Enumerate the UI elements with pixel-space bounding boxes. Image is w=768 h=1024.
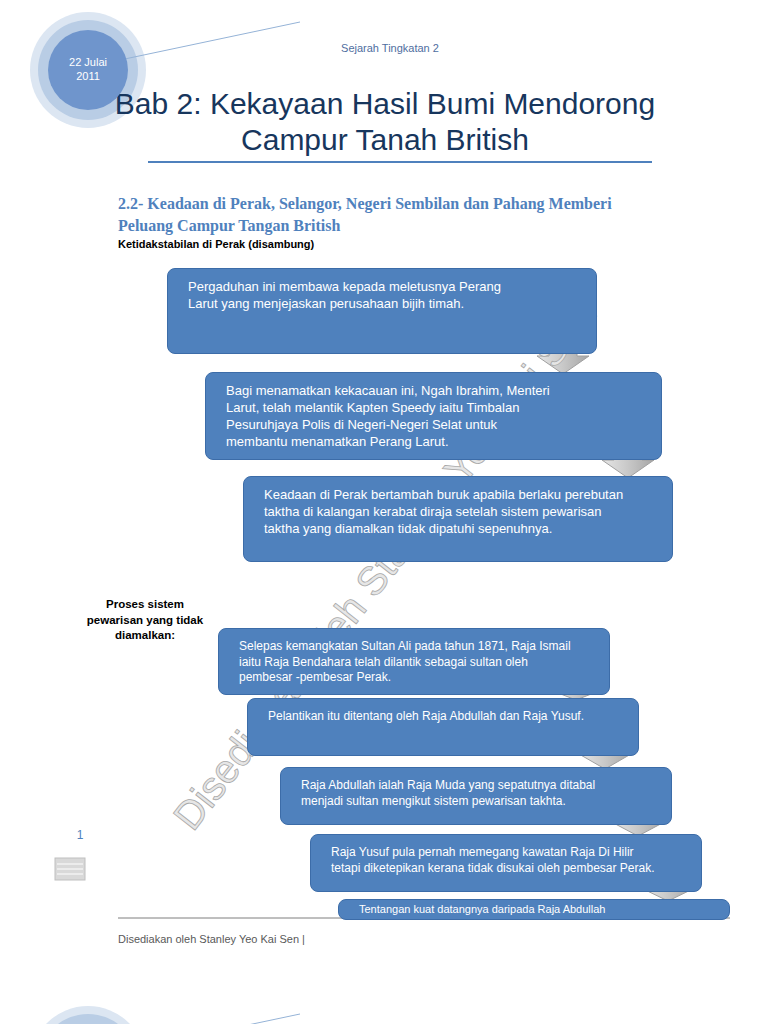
process-box: Raja Yusuf pula pernah memegang kawatan …	[310, 834, 702, 892]
process-box: Keadaan di Perak bertambah buruk apabila…	[243, 476, 673, 562]
box-text: Pelantikan itu ditentang oleh Raja Abdul…	[268, 699, 603, 725]
box-text: Selepas kemangkatan Sultan Ali pada tahu…	[239, 629, 574, 686]
date-text: 22 Julai 2011	[61, 56, 115, 84]
footer-text: Disediakan oleh Stanley Yeo Kai Sen |	[118, 933, 518, 947]
header-rule	[120, 22, 300, 60]
process-box: Pergaduhan ini membawa kepada meletusnya…	[167, 268, 597, 354]
page-number-icon	[55, 858, 85, 880]
page-number: 1	[70, 828, 90, 843]
process-box: Bagi menamatkan kekacauan ini, Ngah Ibra…	[205, 372, 662, 460]
box-text: Raja Yusuf pula pernah memegang kawatan …	[331, 835, 666, 876]
box-text: Keadaan di Perak bertambah buruk apabila…	[264, 477, 624, 538]
process-box: Pelantikan itu ditentang oleh Raja Abdul…	[247, 698, 639, 756]
box-text: Bagi menamatkan kekacauan ini, Ngah Ibra…	[226, 373, 556, 451]
next-page-badge	[30, 1006, 300, 1024]
title-rule	[148, 161, 652, 163]
subheading: Ketidakstabilan di Perak (disambung)	[118, 238, 518, 252]
page-title: Bab 2: Kekayaan Hasil Bumi Mendorong Cam…	[110, 86, 660, 158]
running-header: Sejarah Tingkatan 2	[290, 42, 490, 56]
side-label: Proses sistem pewarisan yang tidak diama…	[86, 597, 204, 644]
box-text: Pergaduhan ini membawa kepada meletusnya…	[188, 269, 518, 313]
process-box: Raja Abdullah ialah Raja Muda yang sepat…	[280, 767, 672, 825]
box-text: Tentangan kuat datangnya daripada Raja A…	[359, 900, 699, 916]
process-box: Tentangan kuat datangnya daripada Raja A…	[338, 899, 730, 920]
process-box: Selepas kemangkatan Sultan Ali pada tahu…	[218, 628, 610, 695]
section-heading: 2.2- Keadaan di Perak, Selangor, Negeri …	[118, 193, 618, 238]
box-text: Raja Abdullah ialah Raja Muda yang sepat…	[301, 768, 636, 809]
date-badge: 22 Julai 2011	[48, 30, 128, 110]
